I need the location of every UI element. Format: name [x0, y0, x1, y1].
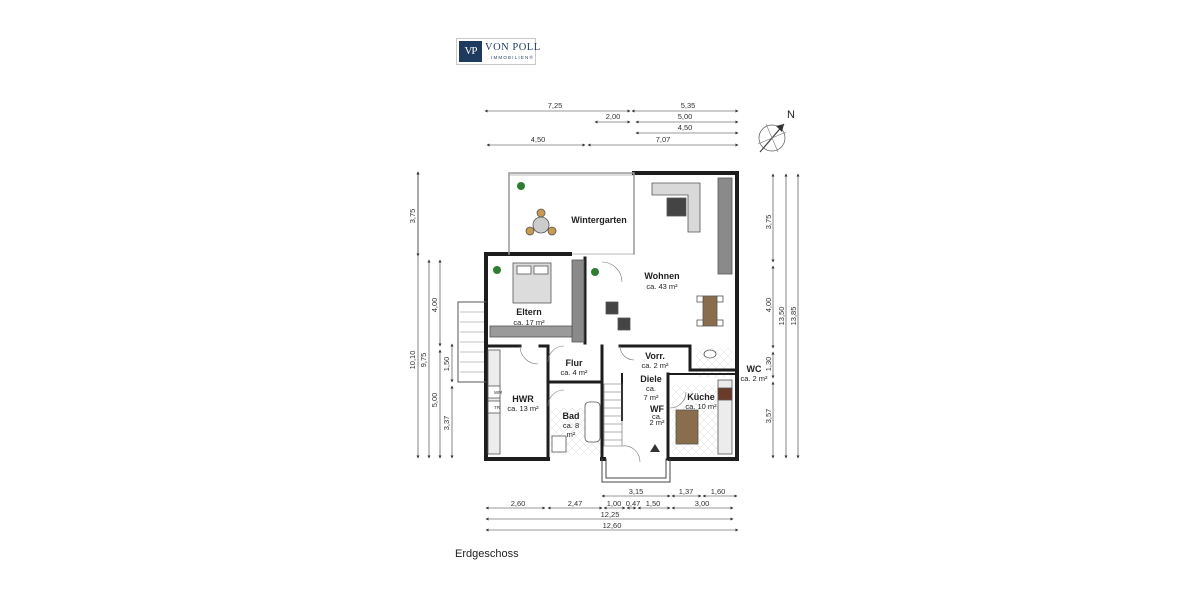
dim-left-2: 3,75 — [408, 209, 417, 224]
room-diele-name: Diele — [640, 374, 662, 384]
dim-bottom-1b: 1,37 — [679, 487, 694, 496]
dim-right-3: 13,85 — [789, 307, 798, 326]
room-wc-name: WC — [747, 364, 762, 374]
room-wc-area: ca. 2 m² — [740, 374, 768, 383]
dimension-lines-bottom — [485, 494, 739, 532]
dim-right-1d: 3,57 — [764, 409, 773, 424]
interior-stairs — [603, 383, 623, 447]
dim-top-4a: 4,50 — [531, 135, 546, 144]
room-wintergarten-name: Wintergarten — [571, 215, 626, 225]
logo-name: VON POLL — [485, 42, 541, 53]
dim-bottom-2d: 0,47 — [626, 499, 641, 508]
dimension-lines-top — [484, 109, 739, 147]
room-kueche-name: Küche — [687, 392, 715, 402]
dim-top-4b: 7,07 — [656, 135, 671, 144]
room-wf-name: WF — [650, 404, 664, 414]
dim-left-5a: 1,50 — [442, 357, 451, 372]
room-vorr-area: ca. 2 m² — [641, 361, 669, 370]
dim-right-1c: 1,30 — [764, 357, 773, 372]
room-hwr-name: HWR — [512, 394, 534, 404]
dim-right-1a: 3,75 — [764, 215, 773, 230]
dim-top-1b: 5,35 — [681, 101, 696, 110]
logo-mark: VP — [459, 41, 482, 62]
dim-bottom-1a: 3,15 — [629, 487, 644, 496]
dim-bottom-2f: 3,00 — [695, 499, 710, 508]
washing-machine-label: WM — [494, 390, 502, 395]
doors — [519, 261, 687, 463]
dim-bottom-2c: 1,00 — [607, 499, 622, 508]
dim-bottom-4: 12,60 — [603, 521, 622, 530]
dim-right-2: 13,50 — [777, 307, 786, 326]
logo: VP VON POLL IMMOBILIEN® — [456, 38, 540, 65]
walls — [457, 171, 739, 483]
dim-bottom-2a: 2,60 — [511, 499, 526, 508]
north-label: N — [787, 109, 795, 121]
room-diele-area-2: 7 m² — [644, 393, 660, 402]
dim-left-1: 10,10 — [408, 351, 417, 370]
room-wf-area-2: 2 m² — [650, 418, 666, 427]
logo-subtitle: IMMOBILIEN® — [491, 55, 535, 60]
room-flur-name: Flur — [566, 358, 583, 368]
dim-top-2a: 2,00 — [606, 112, 621, 121]
dim-bottom-3: 12,25 — [601, 510, 620, 519]
room-bad-area-2: m² — [567, 430, 576, 439]
plant-icons — [493, 182, 599, 276]
room-eltern-area: ca. 17 m² — [513, 318, 545, 327]
dryer-label: TR — [494, 405, 501, 410]
room-diele-area-1: ca. — [646, 384, 656, 393]
room-kueche-area: ca. 10 m² — [685, 402, 717, 411]
room-wohnen-name: Wohnen — [644, 271, 679, 281]
furniture — [487, 177, 733, 455]
dim-bottom-2b: 2,47 — [568, 499, 583, 508]
room-eltern-name: Eltern — [516, 307, 542, 317]
room-wohnen-area: ca. 43 m² — [646, 282, 678, 291]
room-hwr-area: ca. 13 m² — [507, 404, 539, 413]
dim-left-5b: 3,37 — [442, 416, 451, 431]
dimension-lines-right — [771, 173, 800, 459]
dim-bottom-2e: 1,50 — [646, 499, 661, 508]
room-flur-area: ca. 4 m² — [560, 368, 588, 377]
dim-bottom-1c: 1,60 — [711, 487, 726, 496]
dim-left-4a: 4,00 — [430, 298, 439, 313]
floor-label: Erdgeschoss — [455, 548, 519, 560]
room-vorr-name: Vorr. — [645, 351, 665, 361]
outside-stairs — [460, 311, 484, 373]
dim-top-3a: 4,50 — [678, 123, 693, 132]
room-bad-name: Bad — [562, 411, 579, 421]
dim-top-1a: 7,25 — [548, 101, 563, 110]
dim-top-2b: 5,00 — [678, 112, 693, 121]
room-bad-area-1: ca. 8 — [563, 421, 579, 430]
entrance-arrow-icon — [650, 444, 660, 452]
dim-left-3: 9,75 — [419, 353, 428, 368]
dim-left-4b: 5,00 — [430, 393, 439, 408]
north-arrow-icon — [757, 123, 787, 153]
room-wf-area-1: ca. — [652, 412, 662, 421]
dimension-lines-left — [416, 171, 454, 459]
dim-right-1b: 4,00 — [764, 298, 773, 313]
